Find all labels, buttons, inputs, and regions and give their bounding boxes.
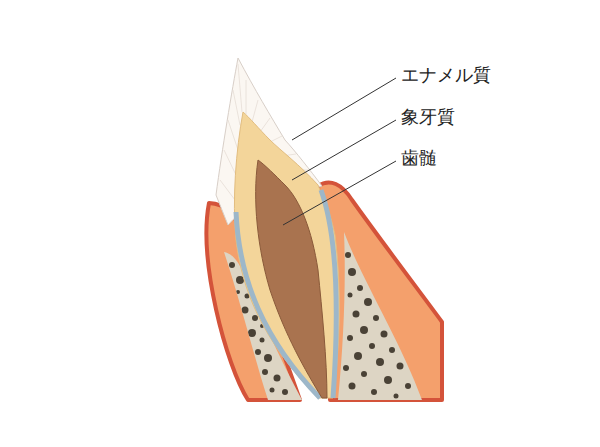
leader-line: [292, 78, 396, 140]
part-label: 象牙質: [400, 106, 456, 128]
leader-line: [292, 120, 396, 180]
part-label: 歯髄: [400, 147, 438, 169]
dentin: [234, 112, 339, 398]
part-label: エナメル質: [400, 64, 492, 86]
pulp: [256, 160, 327, 398]
gum: [318, 182, 442, 400]
leader-line: [283, 161, 396, 225]
